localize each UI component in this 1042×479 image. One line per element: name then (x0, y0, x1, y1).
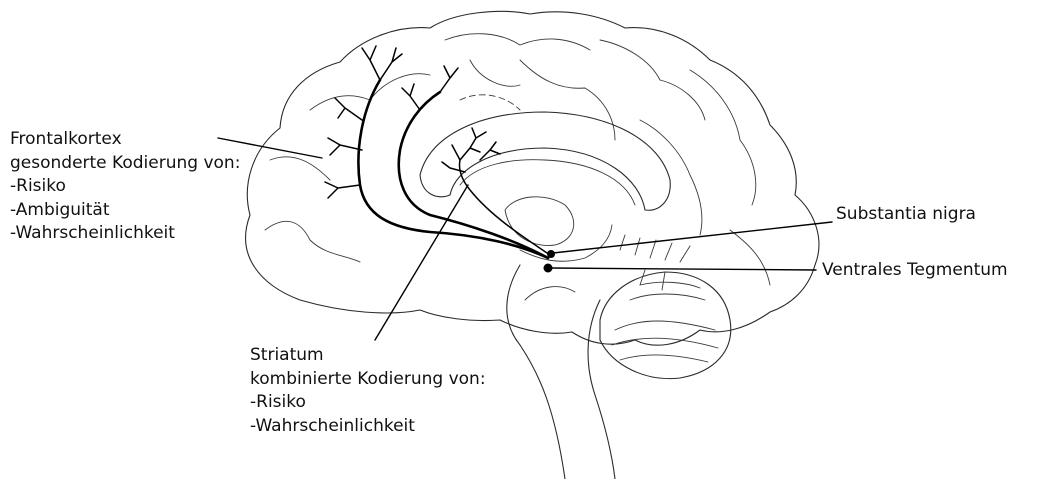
sulcus (265, 221, 360, 262)
ventral-tegmentum-label: Ventrales Tegmentum (822, 259, 1008, 283)
sulcus (520, 60, 615, 140)
pons (525, 287, 575, 300)
sulcus (600, 40, 705, 120)
substantia-nigra-nucleus (547, 250, 555, 258)
frontal-title: Frontalkortex (10, 128, 240, 152)
striatum-title: Striatum (250, 344, 486, 368)
cortex-outline (246, 11, 819, 345)
frontal-cortex-label: Frontalkortex gesonderte Kodierung von: … (10, 128, 240, 246)
ventral-tegmentum-leader-line (550, 268, 816, 270)
sulcus (445, 34, 590, 50)
sulcus (270, 157, 330, 180)
sulcus (640, 120, 702, 235)
substantia-nigra-leader-line (553, 222, 832, 253)
frontal-item-ambiguity: -Ambiguität (10, 199, 240, 223)
mesolimbic-pathway (399, 92, 548, 258)
frontal-item-probability: -Wahrscheinlichkeit (10, 222, 240, 246)
dashed-boundary (460, 95, 520, 110)
cortical-terminals (325, 46, 458, 198)
corpus-callosum (420, 112, 670, 210)
brainstem (588, 300, 615, 479)
striatum-item-risk: -Risiko (250, 391, 486, 415)
cerebellum (600, 272, 731, 379)
striatum-subtitle: kombinierte Kodierung von: (250, 368, 486, 392)
striatum-leader-line (375, 185, 468, 340)
frontal-item-risk: -Risiko (10, 175, 240, 199)
striatum-label: Striatum kombinierte Kodierung von: -Ris… (250, 344, 486, 438)
cerebellum-folia (612, 282, 718, 362)
nigrostriatal-pathway (459, 160, 550, 255)
thalamus (505, 197, 574, 246)
substantia-nigra-label: Substantia nigra (836, 203, 976, 227)
frontal-subtitle: gesonderte Kodierung von: (10, 152, 240, 176)
striatum-item-probability: -Wahrscheinlichkeit (250, 415, 486, 439)
sulcus (690, 70, 756, 205)
brainstem (507, 265, 565, 479)
sulcus (470, 60, 520, 86)
sulcus (730, 230, 770, 285)
